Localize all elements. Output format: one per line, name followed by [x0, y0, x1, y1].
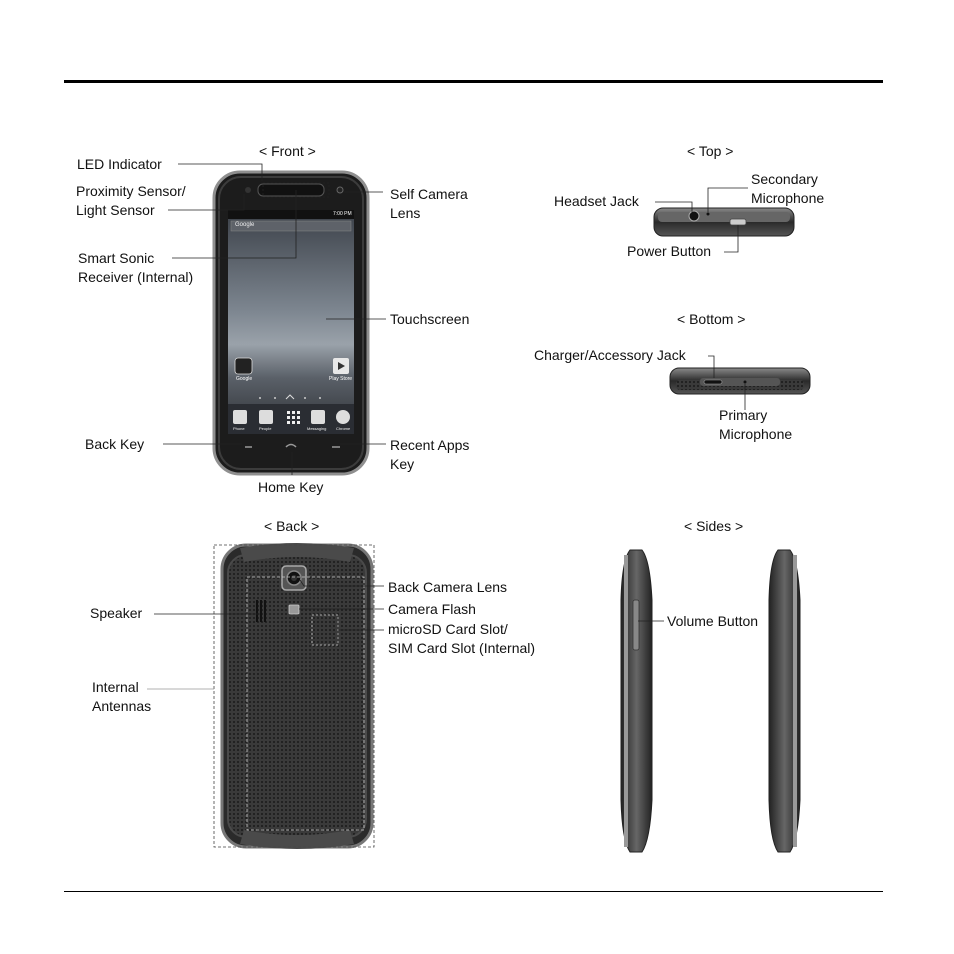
- footer-rule: [64, 891, 883, 892]
- bottom-view-title: < Bottom >: [677, 311, 746, 327]
- label-sim-slot: SIM Card Slot (Internal): [388, 640, 536, 656]
- label-smart-sonic-receiver: Receiver (Internal): [78, 269, 194, 285]
- back-phone: [220, 543, 374, 849]
- label-home-key: Home Key: [258, 479, 324, 495]
- dock-label-phone: Phone: [233, 426, 245, 431]
- label-self-camera-lens: Lens: [390, 205, 421, 221]
- label-camera-flash: Camera Flash: [388, 601, 476, 617]
- label-proximity-sensor: Proximity Sensor/: [76, 183, 186, 199]
- top-leaders: [655, 187, 748, 253]
- label-secondary-microphone: Microphone: [751, 190, 825, 206]
- label-internal: Internal: [92, 679, 139, 695]
- label-back-camera-lens: Back Camera Lens: [388, 579, 508, 595]
- sides-view-title: < Sides >: [684, 518, 744, 534]
- label-recent-apps-key: Key: [390, 456, 415, 472]
- right-side-phone: [768, 549, 801, 853]
- label-power-button: Power Button: [627, 243, 712, 259]
- search-bar-text: Google: [235, 222, 255, 228]
- label-speaker: Speaker: [90, 605, 143, 621]
- left-side-phone: [620, 549, 653, 853]
- label-headset-jack: Headset Jack: [554, 193, 639, 209]
- front-phone: [212, 170, 370, 476]
- label-secondary: Secondary: [751, 171, 818, 187]
- bottom-leaders: [708, 355, 746, 410]
- status-time: 7:00 PM: [333, 211, 352, 217]
- label-touchscreen: Touchscreen: [390, 311, 470, 327]
- label-microsd-slot: microSD Card Slot/: [388, 621, 508, 637]
- header-rule: [64, 80, 883, 83]
- bottom-view-phone: [669, 367, 811, 395]
- back-view-title: < Back >: [264, 518, 320, 534]
- label-primary: Primary: [719, 407, 768, 423]
- label-antennas: Antennas: [92, 698, 152, 714]
- label-led-indicator: LED Indicator: [77, 156, 162, 172]
- dock-label-messaging: Messaging: [307, 426, 327, 431]
- label-smart-sonic: Smart Sonic: [78, 250, 155, 266]
- folder-label: Google: [236, 376, 253, 382]
- back-leaders: [147, 544, 384, 848]
- top-view-phone: [653, 207, 795, 237]
- label-primary-microphone: Microphone: [719, 426, 793, 442]
- front-view-title: < Front >: [259, 143, 316, 159]
- dock-label-chrome: Chrome: [336, 426, 351, 431]
- label-light-sensor: Light Sensor: [76, 202, 155, 218]
- label-charger-jack: Charger/Accessory Jack: [534, 347, 686, 363]
- label-recent-apps: Recent Apps: [390, 437, 470, 453]
- front-leaders: [163, 163, 386, 475]
- label-self-camera: Self Camera: [390, 186, 468, 202]
- label-volume-button: Volume Button: [667, 613, 759, 629]
- play-store-label: Play Store: [329, 376, 353, 382]
- label-back-key: Back Key: [85, 436, 145, 452]
- dock-label-people: People: [259, 426, 272, 431]
- top-view-title: < Top >: [687, 143, 734, 159]
